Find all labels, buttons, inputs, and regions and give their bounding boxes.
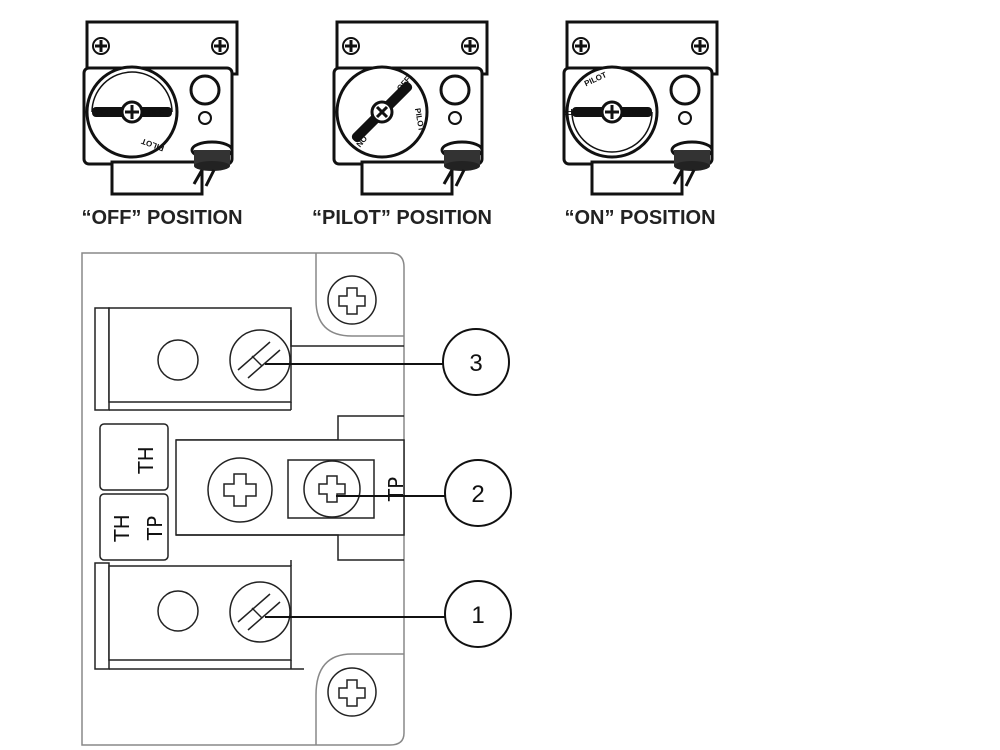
svg-text:2: 2 [471,481,484,508]
label-th-tp-b: TP [143,516,167,541]
gas-control-knob[interactable]: NO OFF PILOT [85,65,179,159]
th-label-box [99,423,169,491]
svg-text:3: 3 [469,350,482,377]
plus-screw-icon [572,37,590,55]
plus-screw-icon [342,37,360,55]
callout-2: 2 [444,459,512,527]
slot-screw-icon [229,329,291,391]
valve-caption: “OFF” POSITION [81,207,242,229]
label-th: TH [134,446,158,474]
label-th-tp-a: TH [110,514,134,542]
valve-pilot: NO OFF PILOT “PILOT” POSITION [312,20,492,229]
plus-screw-icon [691,37,709,55]
slot-screw-icon [229,581,291,643]
valve-caption: “PILOT” POSITION [312,207,492,229]
plus-screw-icon [303,460,361,518]
terminal-block: TP TH TH TP 3 2 [81,252,512,746]
valve-on: PILOT OFF ON “ON” POSITION [562,20,719,229]
terminal-hole [157,339,199,381]
pressure-fitting [670,140,714,187]
th-tp-label-box [99,493,169,561]
plus-screw-icon [461,37,479,55]
label-tp: TP [384,477,408,502]
plus-screw-icon [211,37,229,55]
pressure-fitting [440,140,484,187]
knob-label-off: OFF [148,108,164,117]
knob-label-on: ON [628,108,640,117]
gas-control-knob[interactable]: NO OFF PILOT [335,65,429,159]
valve-caption: “ON” POSITION [564,207,715,229]
knob-label-off: OFF [563,107,579,116]
callout-1: 1 [444,580,512,648]
gas-control-knob[interactable]: PILOT OFF ON [563,65,659,159]
plus-screw-icon [92,37,110,55]
plus-screw-icon [327,667,377,717]
plus-screw-icon [207,457,273,523]
valve-off: NO OFF PILOT “OFF” POSITION [81,20,243,229]
knob-label-no: NO [96,108,108,117]
plus-screw-icon [327,275,377,325]
svg-text:1: 1 [471,602,484,629]
knob-label-pilot: PILOT [413,107,426,132]
pressure-fitting [190,140,234,187]
callout-3: 3 [442,328,510,396]
terminal-hole [157,590,199,632]
